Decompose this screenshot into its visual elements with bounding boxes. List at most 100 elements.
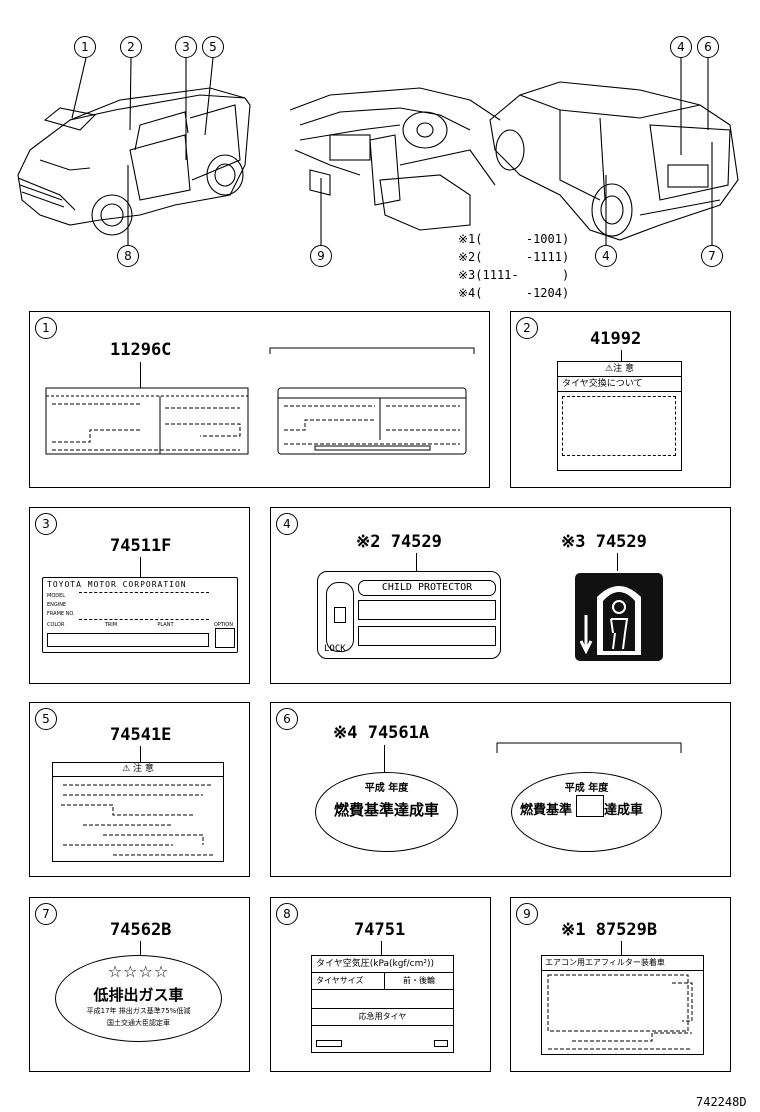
field-trim: TRIM [104, 622, 118, 628]
callout-4-bottom: 4 [595, 245, 617, 267]
certified-line: 国土交通大臣認定車 [107, 1019, 170, 1027]
panel-3-part-number: 74511F [110, 536, 172, 556]
field-model: MODEL [47, 593, 66, 599]
callout-3: 3 [175, 36, 197, 58]
drawing-code: 742248D [696, 1095, 747, 1109]
air-filter-label: エアコン用エアフィルター装着車 [541, 955, 704, 1055]
panel-4-part-number-a: ※2 74529 [356, 532, 442, 552]
note-2: ※2( -1111) [458, 250, 570, 264]
tire-pressure-values-row [312, 990, 453, 1009]
dashboard-view [289, 87, 501, 231]
panel-8-part-number: 74751 [354, 920, 406, 940]
panel-4-number: 4 [276, 513, 298, 535]
caution-title: ⚠注 意 [558, 362, 681, 377]
panel-1-part-number: 11296C [110, 340, 172, 360]
panel-8-leader [381, 941, 382, 955]
lock-knob [334, 607, 346, 623]
plate-bottom-labels: COLOR TRIM PLANT OPTION [47, 622, 233, 628]
fuel-economy-sticker: 平成 年度 燃費基準達成車 [315, 772, 458, 852]
caution-sticker-tire-size: ⚠ 注 意 [52, 762, 224, 862]
panel-2: 2 41992 ⚠注 意 タイヤ交換について [510, 311, 731, 488]
sticker-alt-right: 達成車 [604, 803, 644, 818]
panel-5-part-number: 74541E [110, 725, 172, 745]
sticker-main-text: 燃費基準達成車 [333, 801, 439, 819]
panel-7-part-number: 74562B [110, 920, 172, 940]
field-color: COLOR [47, 622, 65, 628]
tire-pressure-label: タイヤ空気圧(kPa(kgf/cm²)) タイヤサイズ 前・後輪 応急用タイヤ [311, 955, 454, 1053]
leader-lines [71, 57, 713, 245]
lock-label: LOCK [324, 644, 346, 654]
panel-2-number: 2 [516, 317, 538, 339]
child-protector-title: CHILD PROTECTOR [358, 580, 496, 596]
panel-5-number: 5 [35, 708, 57, 730]
panel-1-leader [140, 362, 141, 388]
field-plant: PLANT [157, 622, 174, 628]
sticker-alt-left: 燃費基準 [520, 803, 573, 818]
panel-6-number: 6 [276, 708, 298, 730]
panel-1-number: 1 [35, 317, 57, 339]
panel-8-number: 8 [276, 903, 298, 925]
air-filter-text-lines [547, 974, 693, 1050]
caution-sticker-tire: ⚠注 意 タイヤ交換について [557, 361, 682, 471]
front-rear-column: 前・後輪 [403, 976, 435, 985]
sticker-year-line: 平成 年度 [364, 783, 409, 794]
air-filter-title: エアコン用エアフィルター装着車 [542, 956, 703, 971]
vehicle-illustrations [17, 57, 739, 245]
plate-text-line-2 [358, 626, 496, 646]
field-option: OPTION [213, 622, 233, 628]
callout-4-top: 4 [670, 36, 692, 58]
spare-tire-row: 応急用タイヤ [312, 1009, 453, 1026]
panel-9-leader [621, 941, 622, 955]
callout-1: 1 [74, 36, 96, 58]
caution-text-block [562, 396, 676, 456]
panel-9-number: 9 [516, 903, 538, 925]
low-emission-sticker: ☆☆☆☆ 低排出ガス車 平成17年 排出ガス基準75%低減 国土交通大臣認定車 [55, 955, 222, 1042]
caution-subtitle: タイヤ交換について [558, 377, 681, 392]
tire-pressure-title: タイヤ空気圧(kPa(kgf/cm²)) [312, 956, 453, 973]
note-4: ※4( -1204) [458, 286, 570, 300]
plate-header: TOYOTA MOTOR CORPORATION [47, 580, 187, 589]
vehicle-id-plate: TOYOTA MOTOR CORPORATION MODEL ENGINE FR… [42, 577, 238, 653]
plate-square [215, 628, 235, 648]
callout-8: 8 [117, 245, 139, 267]
emission-standard-line: 平成17年 排出ガス基準75%低減 [86, 1007, 191, 1015]
field-frame: FRAME NO. [47, 611, 75, 617]
panel-6-part-number: ※4 74561A [333, 723, 430, 743]
panel-4-part-number-b: ※3 74529 [561, 532, 647, 552]
panel-5-leader [140, 746, 141, 762]
tire-size-column: タイヤサイズ [312, 973, 385, 989]
panel-1-labels [45, 347, 475, 455]
plate-field-lines [79, 592, 209, 620]
panel-2-part-number: 41992 [590, 329, 642, 349]
panel-4: 4 ※2 74529 ※3 74529 CHILD PROTECTOR LOCK [270, 507, 731, 684]
panel-8: 8 74751 タイヤ空気圧(kPa(kgf/cm²)) タイヤサイズ 前・後輪… [270, 897, 491, 1072]
car-rear-view [489, 81, 739, 241]
panel-6-bracket [496, 742, 682, 753]
label-code-left [316, 1040, 342, 1047]
note-3: ※3(1111- ) [458, 268, 570, 282]
star-rating: ☆☆☆☆ [107, 962, 170, 981]
panel-9: 9 ※1 87529B エアコン用エアフィルター装着車 [510, 897, 731, 1072]
field-engine: ENGINE [47, 602, 67, 608]
callout-2: 2 [120, 36, 142, 58]
panel-3-number: 3 [35, 513, 57, 535]
plate-field-labels: MODEL ENGINE FRAME NO. [47, 592, 75, 619]
panel-6: 6 ※4 74561A 平成 年度 燃費基準達成車 平成 年度 燃費基準 達成車 [270, 702, 731, 877]
fuel-economy-sticker-alt: 平成 年度 燃費基準 達成車 [511, 772, 662, 852]
caution-title: ⚠ 注 意 [53, 763, 223, 777]
panel-9-part-number: ※1 87529B [561, 920, 658, 940]
panel-7-number: 7 [35, 903, 57, 925]
lock-slot [326, 582, 354, 652]
panel-4-leader-a [416, 553, 417, 571]
plate-text-line-1 [358, 600, 496, 620]
sticker-alt-box [576, 795, 604, 817]
low-emission-text: 低排出ガス車 [93, 986, 184, 1004]
child-lock-pictogram [575, 573, 663, 661]
panel-4-leader-b [617, 553, 618, 571]
callout-7: 7 [701, 245, 723, 267]
callout-6: 6 [697, 36, 719, 58]
panel-7-leader [140, 941, 141, 955]
note-1: ※1( -1001) [458, 232, 570, 246]
panel-1: 1 11296C [29, 311, 490, 488]
callout-9: 9 [310, 245, 332, 267]
